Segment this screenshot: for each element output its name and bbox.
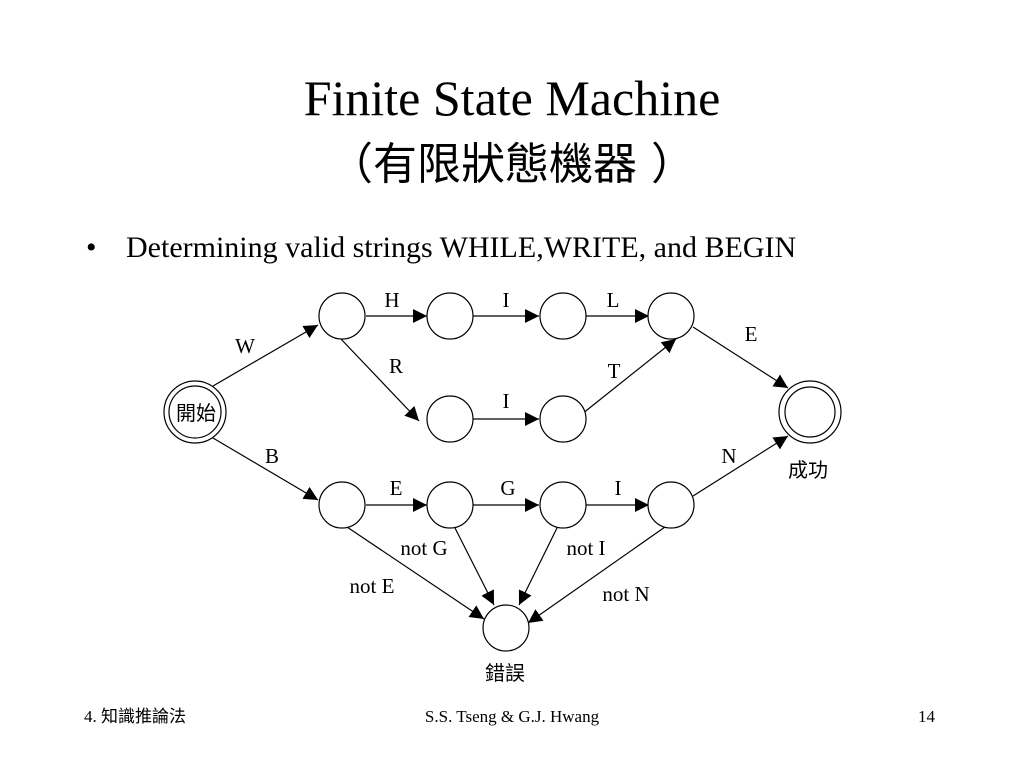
edge-not-g <box>454 527 495 606</box>
state-label-success: 成功 <box>788 458 828 482</box>
fsm-states <box>163 292 842 652</box>
state-error <box>482 604 530 652</box>
edge-label-b: B <box>265 444 279 468</box>
edge-l-e <box>692 326 789 389</box>
bullet-item: • Determining valid strings WHILE,WRITE, … <box>86 228 796 268</box>
slide-subtitle: （有限狀態機器 ） <box>329 139 695 190</box>
slide-title: Finite State Machine <box>303 70 721 126</box>
footer-page-number: 14 <box>918 707 935 726</box>
edge-not-n <box>527 526 666 624</box>
edge-not-i <box>518 527 558 606</box>
state-wr <box>426 395 474 443</box>
edge-label-n: N <box>721 444 736 468</box>
edge-not-e <box>346 526 485 620</box>
state-wri <box>539 395 587 443</box>
fsm-edge-labels: W B H I L E R I T E G I N not G not I no… <box>235 288 757 606</box>
state-whi <box>539 292 587 340</box>
edge-i-t <box>581 338 677 415</box>
edge-label-t: T <box>608 359 621 383</box>
edge-label-not-e: not E <box>350 574 395 598</box>
edge-label-h: H <box>384 288 399 312</box>
edge-label-i-mid: I <box>503 389 510 413</box>
edge-label-not-n: not N <box>602 582 649 606</box>
state-label-error: 錯誤 <box>485 661 525 685</box>
edge-label-e-top: E <box>745 322 758 346</box>
edge-label-not-i: not I <box>566 536 605 560</box>
footer-chapter: 4. 知識推論法 <box>84 707 186 726</box>
bullet-text: Determining valid strings WHILE,WRITE, a… <box>126 231 797 264</box>
fsm-state-labels: 開始 成功 錯誤 <box>176 401 828 685</box>
state-w <box>318 292 366 340</box>
edge-label-w: W <box>235 334 255 358</box>
state-wh <box>426 292 474 340</box>
edge-start-w <box>212 324 319 387</box>
state-start-inner <box>168 385 222 439</box>
edge-label-i-bottom: I <box>615 476 622 500</box>
edge-label-not-g: not G <box>400 536 447 560</box>
edge-label-g: G <box>500 476 515 500</box>
edge-label-e-bottom: E <box>390 476 403 500</box>
state-label-start: 開始 <box>176 401 216 425</box>
state-success-inner <box>784 386 836 438</box>
state-whil <box>647 292 695 340</box>
state-begi <box>647 481 695 529</box>
bullet-icon: • <box>86 231 97 264</box>
footer-authors: S.S. Tseng & G.J. Hwang <box>424 707 600 726</box>
edge-w-r <box>339 337 420 422</box>
edge-label-i-top: I <box>503 288 510 312</box>
state-beg <box>539 481 587 529</box>
edge-i-n <box>692 435 789 497</box>
edge-start-b <box>212 437 319 501</box>
fsm-edges <box>212 309 789 624</box>
state-be <box>426 481 474 529</box>
edge-label-r: R <box>389 354 403 378</box>
edge-label-l: L <box>607 288 620 312</box>
state-b <box>318 481 366 529</box>
